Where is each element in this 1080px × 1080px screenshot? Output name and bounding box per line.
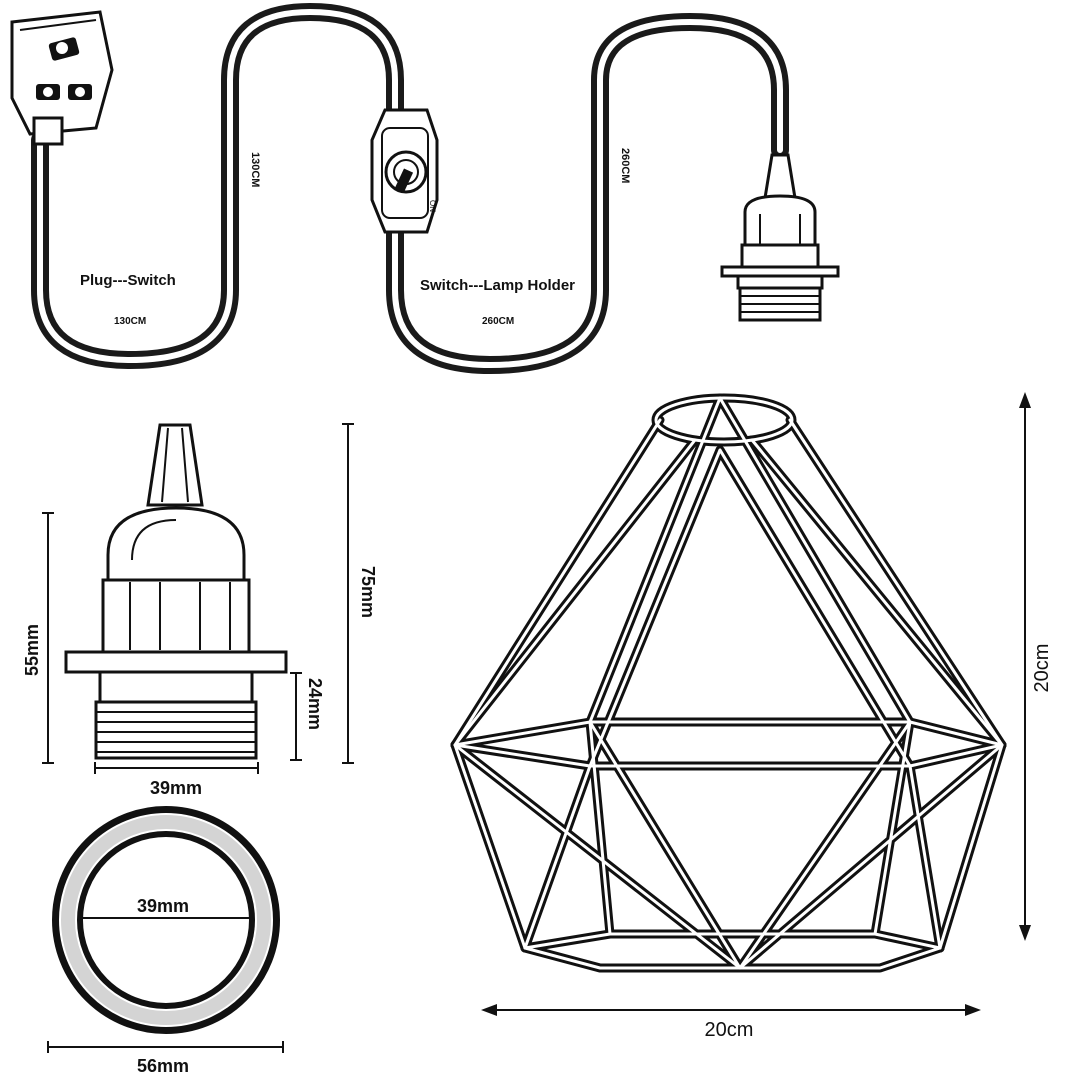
dimension-75mm <box>342 423 354 764</box>
segment-2-length: 260CM <box>482 316 514 327</box>
segment-2-side-length: 260CM <box>619 148 631 183</box>
dimension-55mm <box>42 512 54 764</box>
segment-1-title: Plug---Switch <box>80 272 176 289</box>
dimension-cage-height <box>1019 392 1031 941</box>
lamp-holder-detail <box>64 423 288 760</box>
cage-width-label: 20cm <box>705 1019 754 1041</box>
dimension-39mm-width <box>94 762 259 774</box>
ring-inner-label: 39mm <box>137 896 189 916</box>
ring-outer-label: 56mm <box>137 1056 189 1076</box>
dimmer-switch: ON <box>370 108 439 234</box>
width-label: 39mm <box>150 778 202 798</box>
thread-height-label: 24mm <box>305 678 325 730</box>
body-height-label: 55mm <box>22 624 42 676</box>
segment-2-title: Switch---Lamp Holder <box>420 277 575 294</box>
uk-plug-icon <box>10 10 114 146</box>
segment-1-length: 130CM <box>114 316 146 327</box>
dimension-ring-outer <box>47 1041 284 1053</box>
dimension-cage-width <box>481 1004 981 1016</box>
segment-1-side-length: 130CM <box>249 152 261 187</box>
dimension-24mm <box>290 672 302 761</box>
cage-height-label: 20cm <box>1031 644 1053 693</box>
total-height-label: 75mm <box>358 566 378 618</box>
diamond-wire-cage <box>450 393 1007 973</box>
shade-ring <box>52 806 280 1034</box>
switch-mark: ON <box>428 200 437 212</box>
lamp-holder-small-icon <box>720 153 840 322</box>
